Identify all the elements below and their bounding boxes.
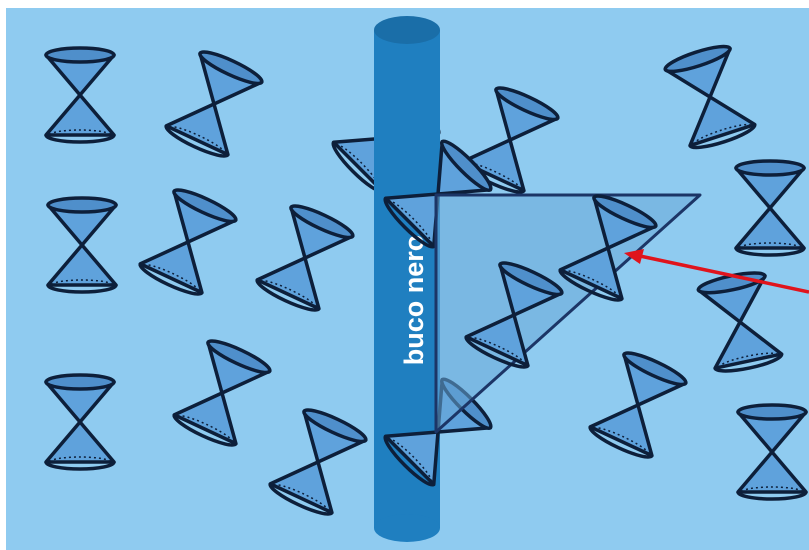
black-hole-label: buco nero xyxy=(399,235,429,366)
left-strip xyxy=(0,0,6,550)
top-strip xyxy=(0,0,809,8)
